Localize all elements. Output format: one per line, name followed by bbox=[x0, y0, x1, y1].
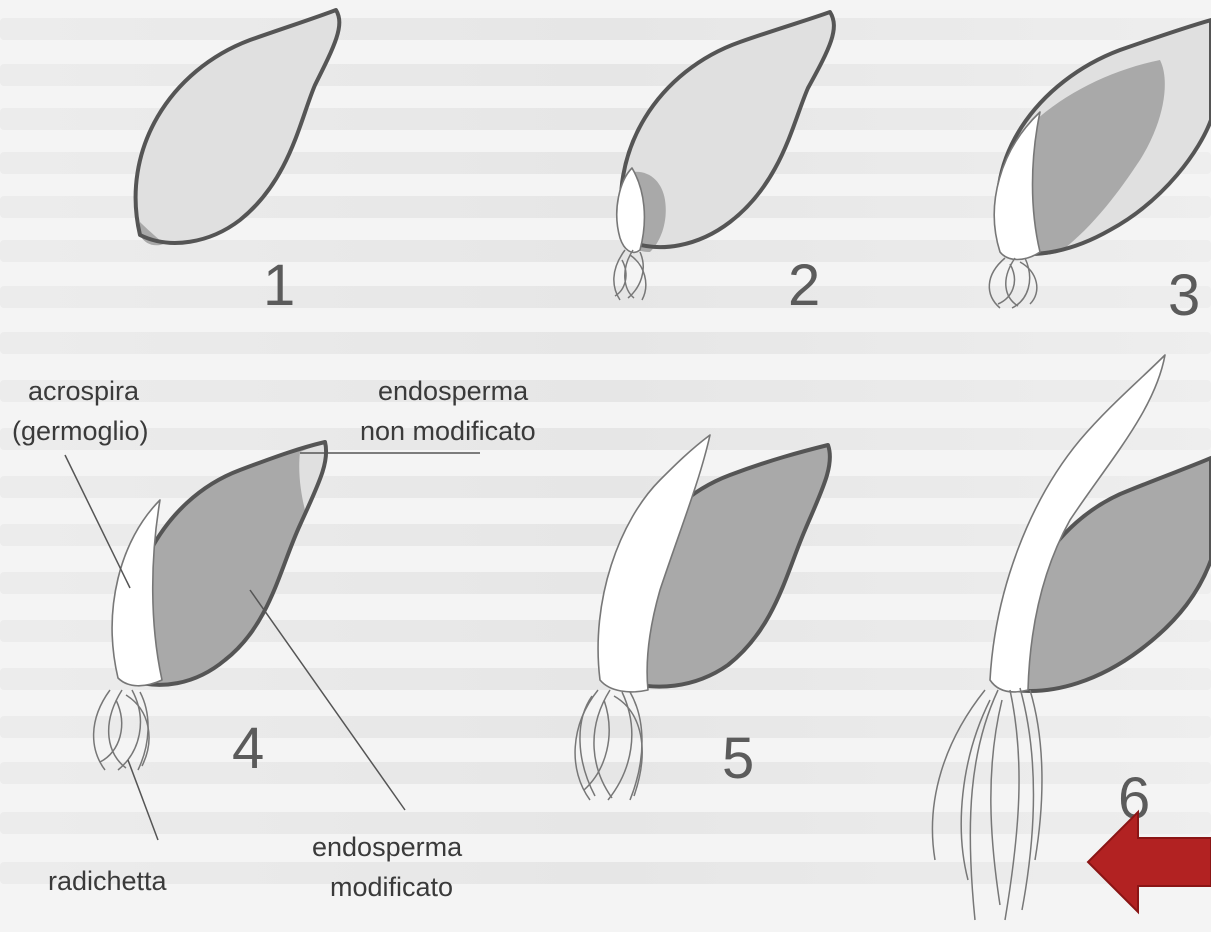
label-endosperma-mod: endosperma bbox=[312, 832, 463, 862]
leader-radichetta bbox=[128, 760, 158, 840]
leader-acrospira bbox=[65, 455, 130, 588]
label-modificato: modificato bbox=[330, 872, 453, 902]
stage-number: 3 bbox=[1168, 263, 1200, 328]
rootlet-icon bbox=[94, 690, 149, 770]
label-endosperma-non: endosperma bbox=[378, 376, 529, 406]
leader-endosperma-modificato bbox=[250, 590, 405, 810]
stage-4: 4 acrospira (germoglio) endosperma non m… bbox=[12, 376, 536, 902]
stage-3: 3 bbox=[989, 20, 1211, 328]
label-radichetta: radichetta bbox=[48, 866, 168, 896]
label-germoglio: (germoglio) bbox=[12, 416, 149, 446]
stage-number: 5 bbox=[722, 726, 754, 791]
grain-icon bbox=[136, 10, 340, 245]
stage-number: 4 bbox=[232, 716, 264, 781]
stage-1: 1 bbox=[136, 10, 340, 318]
label-non-modificato: non modificato bbox=[360, 416, 536, 446]
rootlet-icon bbox=[989, 258, 1037, 308]
stage-5: 5 bbox=[575, 435, 830, 800]
label-acrospira: acrospira bbox=[28, 376, 140, 406]
stage-6: 6 bbox=[932, 355, 1211, 920]
stage-number: 2 bbox=[788, 253, 820, 318]
rootlet-icon bbox=[575, 690, 642, 800]
rootlet-icon bbox=[614, 250, 646, 300]
stage-number: 1 bbox=[263, 253, 295, 318]
rootlet-icon bbox=[932, 688, 1042, 920]
grain-icon bbox=[621, 12, 834, 252]
stage-2: 2 bbox=[614, 12, 834, 318]
